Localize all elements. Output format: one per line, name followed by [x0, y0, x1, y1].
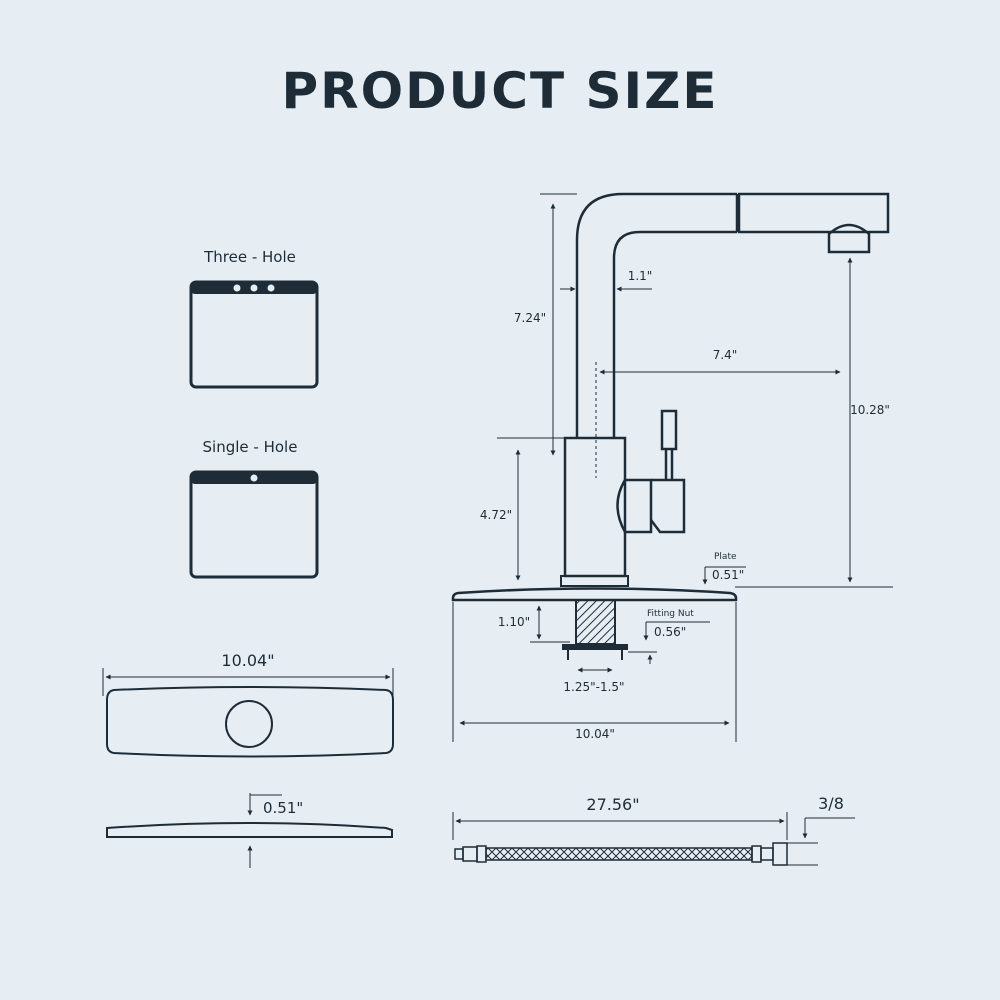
- deck-plate-width-label: 10.04": [221, 651, 274, 670]
- base-width-label: 10.04": [575, 727, 615, 741]
- plate-label: Plate: [714, 552, 737, 562]
- single-hole-icon: Single - Hole: [189, 438, 319, 579]
- faucet-dimensions: 7.24" 1.1" 7.4" 10.28" 4.72" Plate 0.51"…: [452, 193, 893, 742]
- shank-length-label: 1.10": [498, 615, 530, 629]
- page-title: PRODUCT SIZE: [281, 62, 719, 120]
- plate-thickness-label: 0.51": [712, 568, 744, 582]
- total-height-label: 10.28": [850, 403, 890, 417]
- spout-height-label: 7.24": [514, 311, 546, 325]
- hose-connector-label: 3/8: [818, 794, 844, 813]
- three-hole-icon: Three - Hole: [189, 248, 319, 389]
- hose-drawing: 27.56" 3/8: [452, 794, 855, 866]
- deck-plate-top-view: 10.04": [102, 651, 394, 758]
- deck-plate-thickness-label: 0.51": [263, 799, 303, 817]
- body-height-label: 4.72": [480, 508, 512, 522]
- three-hole-label: Three - Hole: [203, 248, 296, 266]
- deck-plate-side-view: 0.51": [106, 793, 393, 868]
- faucet-drawing: [451, 192, 890, 660]
- hole-range-label: 1.25"-1.5": [563, 680, 624, 694]
- spout-thickness-label: 1.1": [628, 269, 653, 283]
- fitting-nut-size-label: 0.56": [654, 625, 686, 639]
- fitting-nut-label: Fitting Nut: [647, 609, 694, 619]
- reach-label: 7.4": [713, 348, 738, 362]
- hose-length-label: 27.56": [586, 795, 639, 814]
- single-hole-label: Single - Hole: [203, 438, 298, 456]
